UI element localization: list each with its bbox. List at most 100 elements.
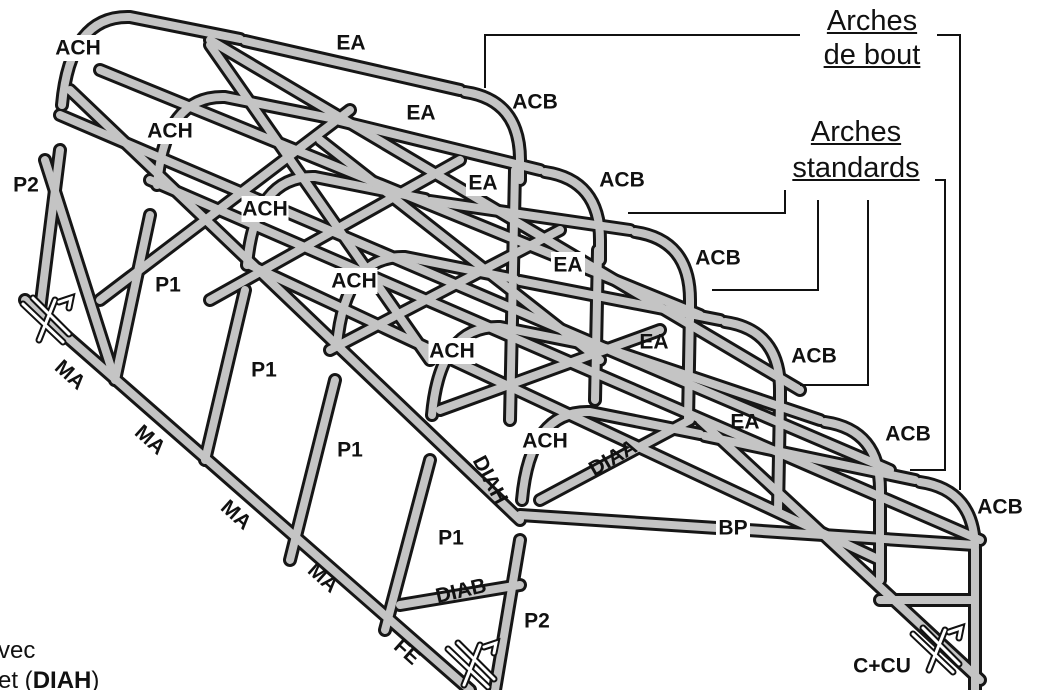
label-ach-3: ACH — [241, 196, 289, 222]
leg-left-3 — [201, 286, 249, 464]
caption-line2-prefix: et ( — [0, 667, 33, 690]
svg-text:P1: P1 — [337, 439, 363, 462]
svg-text:EA: EA — [553, 254, 582, 277]
leg-left-5 — [381, 456, 434, 634]
label-ea-1: EA — [336, 32, 365, 55]
svg-text:P1: P1 — [155, 274, 181, 297]
label-acb-5: ACB — [885, 423, 931, 446]
svg-text:P1: P1 — [438, 527, 464, 550]
leader-standards-1 — [628, 190, 786, 214]
purlin-5 — [246, 261, 884, 564]
label-p1-4: P1 — [438, 527, 464, 550]
svg-text:MA: MA — [50, 356, 90, 395]
purlin-4 — [146, 176, 984, 544]
label-acb-6: ACB — [977, 496, 1023, 519]
legend-arches-de-bout-line2: de bout — [823, 39, 921, 71]
legend-arches-standards-line2: standards — [792, 152, 920, 184]
ea-tube-1 — [241, 37, 464, 94]
label-p1-2: P1 — [251, 359, 277, 382]
leg-left-4 — [286, 376, 339, 564]
label-acb-3: ACB — [695, 247, 741, 270]
svg-text:P2: P2 — [524, 610, 550, 633]
label-ea-2: EA — [406, 102, 435, 125]
caption-line1: vec — [0, 637, 36, 664]
legend-arches-standards: Arches standards — [776, 114, 936, 186]
leg-left-1 — [36, 146, 64, 314]
svg-text:ACB: ACB — [695, 247, 741, 270]
legend-arches-de-bout-line1: Arches — [826, 5, 918, 37]
svg-text:EA: EA — [406, 102, 435, 125]
leader-standards-4 — [910, 179, 946, 471]
svg-text:ACH: ACH — [147, 120, 193, 143]
ea-tube-5 — [611, 347, 824, 424]
label-acb-1: ACB — [512, 91, 558, 114]
label-p2-left: P2 — [13, 174, 39, 197]
diagonal-roof-4 — [206, 156, 464, 304]
legend-arches-de-bout: Arches de bout — [812, 4, 932, 72]
svg-text:C+CU: C+CU — [853, 655, 911, 678]
svg-text:ACB: ACB — [977, 496, 1023, 519]
label-ea-6: EA — [730, 411, 759, 434]
ach-arch-3 — [243, 172, 429, 269]
acb-arch-2 — [541, 168, 604, 264]
label-diab: DIAB — [433, 574, 488, 608]
svg-text:ACH: ACH — [522, 430, 568, 453]
caption-line2-bold: DIAH — [32, 667, 92, 690]
svg-text:EA: EA — [468, 172, 497, 195]
connector-clamp-icon — [909, 622, 966, 676]
ea-tube-3 — [426, 197, 634, 234]
label-ea-4: EA — [551, 252, 585, 278]
legend-arches-standards-line1: Arches — [810, 116, 902, 148]
caption-line2: et (DIAH) — [0, 666, 99, 690]
leader-de-bout-right — [937, 34, 961, 490]
diagonal-diah — [66, 86, 524, 524]
svg-text:EA: EA — [730, 411, 759, 434]
diagonal-roof-3 — [96, 106, 354, 304]
diagonal-roof-1 — [206, 41, 434, 364]
ea-tube-6 — [701, 432, 919, 484]
caption: vec et (DIAH) — [0, 636, 99, 690]
label-ccu: C+CU — [853, 655, 911, 678]
svg-text:ACB: ACB — [599, 169, 645, 192]
leg-left-2 — [111, 211, 154, 384]
diagonal-p2-left — [41, 156, 119, 384]
connector-clamp-icon — [444, 637, 501, 690]
diagonal-diaa — [536, 416, 694, 504]
label-ea-3: EA — [466, 170, 500, 196]
label-ach-6: ACH — [521, 428, 569, 454]
leader-standards-3 — [800, 200, 869, 386]
ach-arch-2 — [153, 92, 339, 189]
purlin-1 — [56, 111, 894, 474]
ach-arch-1 — [58, 12, 244, 109]
base-rail-ma — [21, 296, 474, 690]
caption-line2-suffix: ) — [91, 667, 100, 690]
label-ach-2: ACH — [146, 118, 194, 144]
svg-text:EA: EA — [639, 331, 668, 354]
label-ea-5: EA — [639, 331, 668, 354]
label-p1-3: P1 — [337, 439, 363, 462]
label-bp: BP — [716, 515, 750, 541]
svg-text:ACB: ACB — [512, 91, 558, 114]
acb-arch-4 — [721, 318, 784, 414]
leader-de-bout-left — [484, 34, 800, 88]
label-p2-right: P2 — [524, 610, 550, 633]
diagonal-roof-5 — [326, 226, 564, 354]
svg-text:ACB: ACB — [885, 423, 931, 446]
leg-left-6 — [491, 536, 524, 690]
label-p1-1: P1 — [155, 274, 181, 297]
acb-arch-1 — [461, 88, 524, 184]
leader-standards-2 — [712, 200, 819, 291]
label-ach-1: ACH — [54, 35, 102, 61]
svg-text:EA: EA — [336, 32, 365, 55]
connector-clamp-icon — [19, 292, 76, 346]
svg-text:ACH: ACH — [55, 37, 101, 60]
svg-text:P2: P2 — [13, 174, 39, 197]
acb-arch-5 — [821, 418, 884, 514]
svg-text:ACH: ACH — [242, 198, 288, 221]
diagonal-roof-2 — [316, 136, 604, 364]
svg-text:BP: BP — [718, 517, 747, 540]
diagonal-roof-6 — [436, 326, 664, 414]
label-acb-4: ACB — [791, 345, 837, 368]
